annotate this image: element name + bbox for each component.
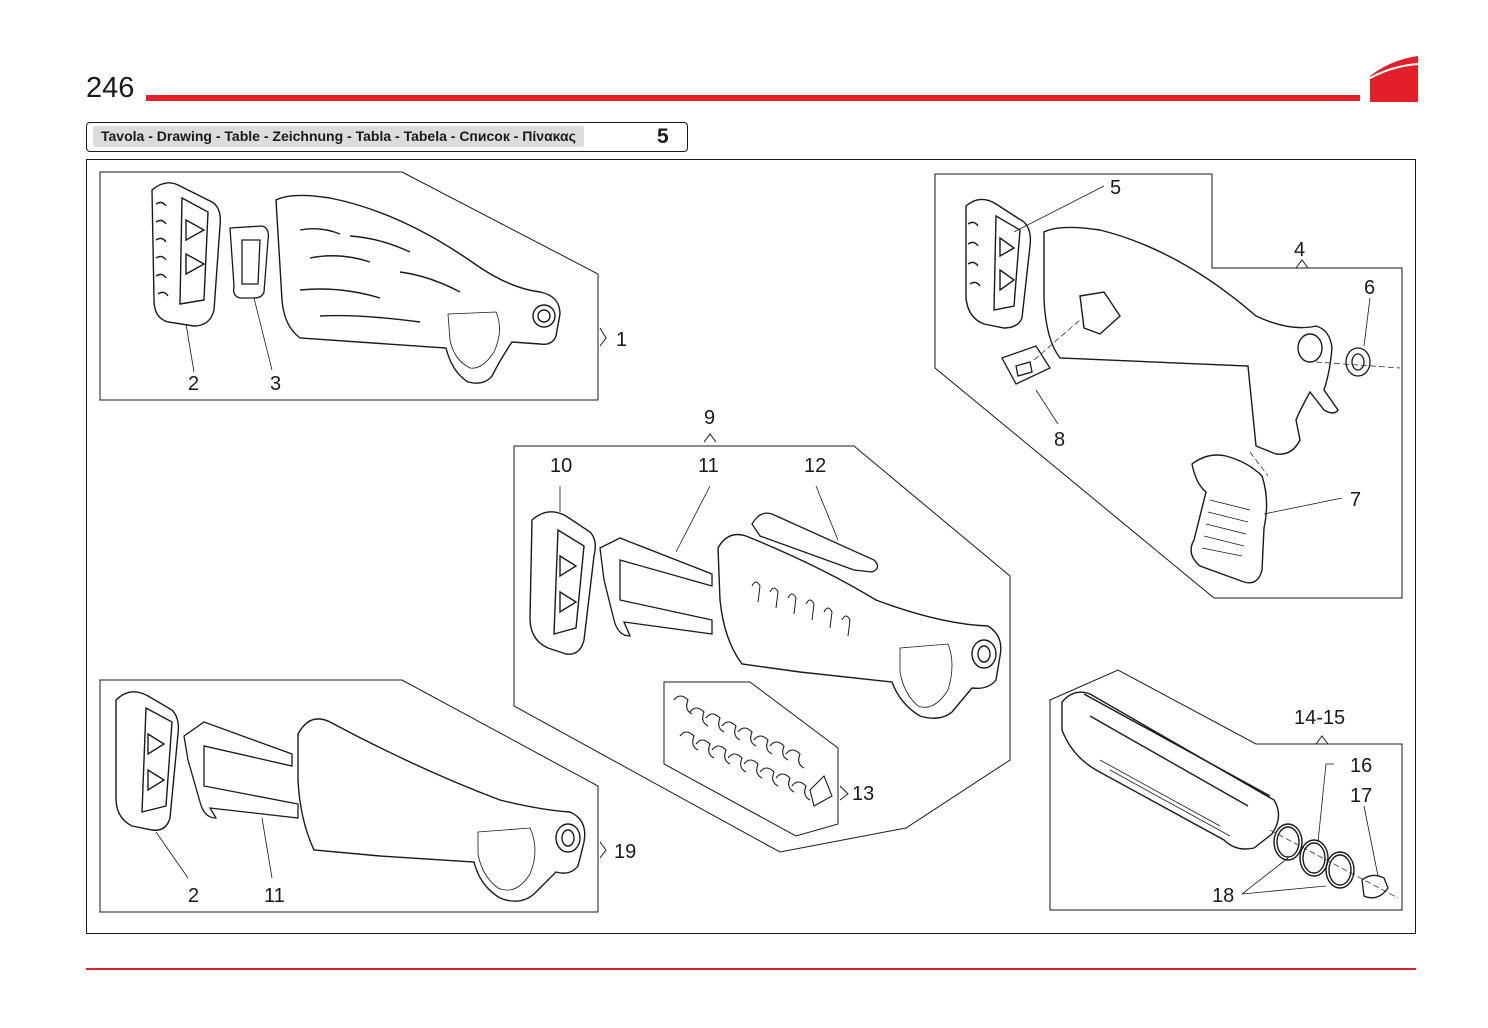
- callout-13: 13: [852, 783, 874, 805]
- callout-12: 12: [804, 455, 826, 477]
- callout-16: 16: [1350, 755, 1372, 777]
- forend-icon: [1061, 691, 1280, 850]
- group-9-folding-stock: [513, 433, 1011, 853]
- callout-11b: 11: [264, 885, 285, 907]
- table-number: 5: [657, 125, 669, 148]
- callout-7: 7: [1350, 489, 1361, 511]
- washer-icon: [1345, 347, 1371, 377]
- group-1-wood-stock: [99, 171, 607, 401]
- callout-6: 6: [1364, 277, 1375, 299]
- group-1-frame: [99, 171, 599, 401]
- spacer-icon: [229, 225, 270, 299]
- grip-icon: [1190, 454, 1268, 584]
- callout-8: 8: [1054, 429, 1065, 451]
- table-title-label: Tavola - Drawing - Table - Zeichnung - T…: [93, 126, 584, 147]
- callout-19: 19: [614, 841, 636, 863]
- callout-9: 9: [704, 407, 715, 429]
- footer-rule: [86, 968, 1416, 970]
- callout-5: 5: [1110, 177, 1121, 199]
- callout-4: 4: [1294, 239, 1305, 261]
- group-19-folding-stock: [99, 679, 607, 913]
- stock-body-icon: [717, 533, 1002, 719]
- group-9-frame: [513, 445, 1011, 853]
- callout-2b: 2: [188, 885, 199, 907]
- stock-body-icon: [275, 194, 561, 384]
- group-4-synthetic-stock: [934, 173, 1403, 599]
- recoil-pad-icon: [965, 198, 1032, 329]
- group-14-15-frame: [1049, 669, 1403, 911]
- recoil-pad-icon: [115, 691, 180, 831]
- group-13-frame: [663, 681, 839, 837]
- callout-1: 1: [616, 329, 627, 351]
- page-number: 246: [86, 72, 135, 104]
- spring-clips-icon: [673, 695, 833, 807]
- callout-18: 18: [1212, 885, 1234, 907]
- folding-arm-icon: [183, 721, 299, 819]
- plate-icon: [1001, 345, 1051, 385]
- folding-arm-icon: [599, 537, 713, 637]
- o-rings-icon: [1273, 823, 1355, 889]
- diagram-frame: [86, 159, 1416, 934]
- brand-logo: [1370, 56, 1418, 102]
- stock-body-icon: [1043, 226, 1339, 455]
- stock-body-icon: [297, 718, 586, 902]
- group-19-frame: [99, 679, 599, 913]
- clip-spring-icon: [1361, 874, 1389, 899]
- header-rule: [146, 95, 1360, 101]
- callout-10: 10: [550, 455, 572, 477]
- cheek-rest-icon: [751, 512, 879, 573]
- group-4-frame: [934, 173, 1403, 599]
- table-title-box: Tavola - Drawing - Table - Zeichnung - T…: [86, 122, 688, 152]
- callout-2: 2: [188, 373, 199, 395]
- group-14-15-forend: [1049, 669, 1403, 911]
- recoil-pad-icon: [151, 182, 222, 327]
- callout-11: 11: [698, 455, 719, 477]
- callout-14-15: 14-15: [1294, 707, 1345, 729]
- callout-17: 17: [1350, 785, 1372, 807]
- recoil-pad-icon: [529, 511, 597, 655]
- callout-3: 3: [270, 373, 281, 395]
